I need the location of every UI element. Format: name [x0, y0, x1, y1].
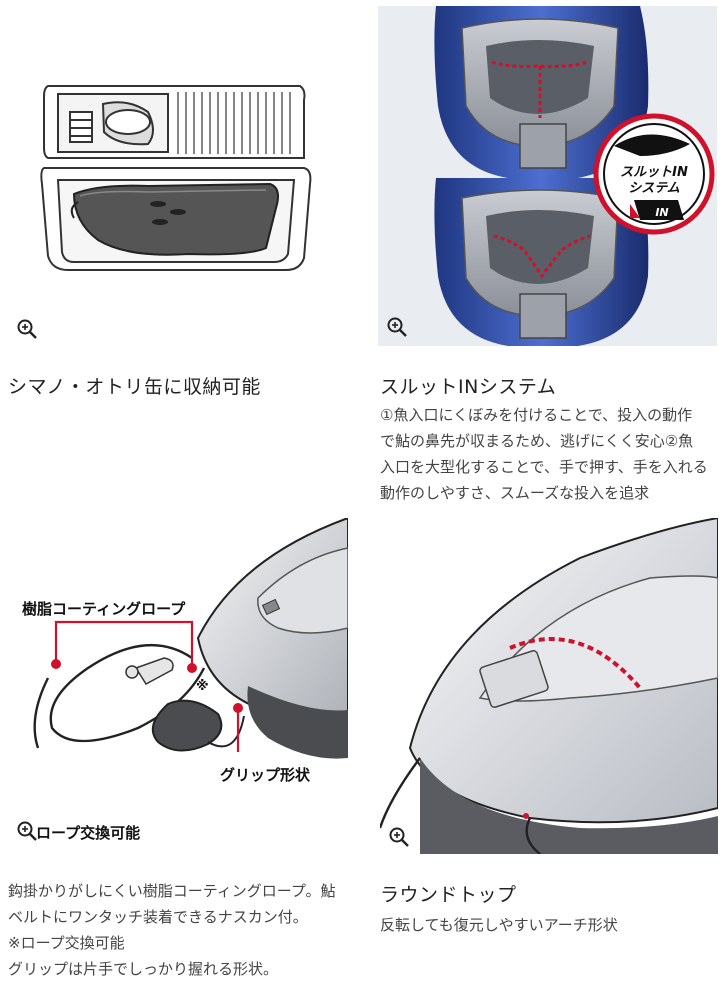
- desc-line: グリップは片手でしっかり握れる形状。: [8, 960, 279, 978]
- desc-line: ※ロープ交換可能: [8, 934, 125, 952]
- cell4-title: ラウンドトップ: [380, 884, 517, 906]
- badge-line1: スルットIN: [620, 165, 688, 180]
- grip-callout-label: グリップ形状: [220, 766, 311, 784]
- round-top-illustration: [380, 518, 718, 854]
- cell1-image[interactable]: [8, 8, 344, 346]
- cell2-description: ①魚入口にくぼみを付けることで、投入の動作 で鮎の鼻先が収まるため、逃げにくく安…: [380, 402, 720, 506]
- rope-callout-label: 樹脂コーティングロープ: [22, 600, 186, 618]
- desc-line: で鮎の鼻先が収まるため、逃げにくく安心②魚: [380, 432, 694, 450]
- rope-grip-illustration: 樹脂コーティングロープ グリップ形状 ※ ロープ交換可能: [22, 518, 348, 842]
- zoom-in-icon[interactable]: [16, 820, 38, 842]
- badge-line3: IN: [655, 206, 668, 219]
- desc-line: 動作のしやすさ、スムーズな投入を追求: [380, 484, 650, 502]
- zoom-in-icon[interactable]: [16, 318, 38, 340]
- desc-line: ベルトにワンタッチ装着できるナスカン付。: [8, 908, 308, 926]
- surutto-in-badge-icon: スルットIN システム IN: [593, 113, 715, 235]
- cell4-description: 反転しても復元しやすいアーチ形状: [380, 912, 720, 938]
- desc-line: 反転しても復元しやすいアーチ形状: [380, 916, 618, 934]
- cell2-image[interactable]: スルットIN システム IN: [378, 6, 717, 346]
- cell3-description: 鈎掛かりがしにくい樹脂コーティングロープ。鮎 ベルトにワンタッチ装着できるナスカ…: [8, 878, 353, 982]
- desc-line: 入口を大型化することで、手で押す、手を入れる: [380, 458, 708, 476]
- cell3-image[interactable]: 樹脂コーティングロープ グリップ形状 ※ ロープ交換可能: [8, 518, 348, 856]
- otori-can-illustration: [40, 85, 312, 271]
- cell4-image[interactable]: [380, 518, 718, 854]
- zoom-in-icon[interactable]: [386, 316, 408, 338]
- badge-line2: システム: [628, 181, 680, 196]
- surutto-in-photo: スルットIN システム IN: [378, 6, 717, 346]
- zoom-in-icon[interactable]: [388, 826, 410, 848]
- cell2-title: スルットINシステム: [380, 376, 557, 398]
- desc-line: ①魚入口にくぼみを付けることで、投入の動作: [380, 406, 693, 424]
- cell1-title: シマノ・オトリ缶に収納可能: [8, 376, 261, 398]
- desc-line: 鈎掛かりがしにくい樹脂コーティングロープ。鮎: [8, 882, 336, 900]
- note-mark: ※: [196, 679, 209, 694]
- rope-replace-label: ロープ交換可能: [36, 824, 140, 842]
